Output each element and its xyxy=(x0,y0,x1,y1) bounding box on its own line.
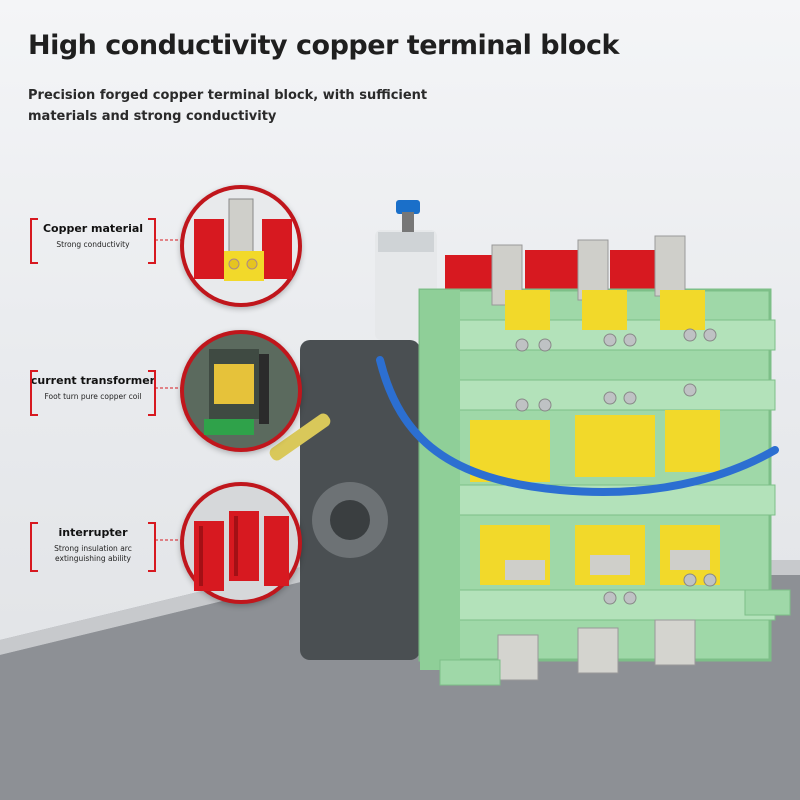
callout-heading: interrupter xyxy=(58,526,128,539)
callout-heading: Copper material xyxy=(42,222,144,235)
page-title: High conductivity copper terminal block xyxy=(28,30,619,61)
callout-copper-material: Copper material Strong conductivity xyxy=(30,218,156,264)
bracket-right xyxy=(148,370,156,416)
bracket-left xyxy=(30,218,38,264)
callout-sub: Strong conductivity xyxy=(56,240,130,249)
callout-current-transformer: current transformer Foot turn pure coppe… xyxy=(30,370,156,416)
transformer-coil-closeup xyxy=(180,330,302,452)
bracket-left xyxy=(30,522,38,572)
page-subtitle: Precision forged copper terminal block, … xyxy=(28,88,428,124)
callout-heading: current transformer xyxy=(30,374,156,387)
bracket-left xyxy=(30,370,38,416)
copper-terminal-closeup xyxy=(180,185,302,307)
callout-interrupter: interrupter Strong insulation arc exting… xyxy=(30,522,156,572)
bracket-right xyxy=(148,218,156,264)
bracket-right xyxy=(148,522,156,572)
callout-sub: Strong insulation arc extinguishing abil… xyxy=(54,544,132,563)
interrupter-closeup xyxy=(180,482,302,604)
callout-sub: Foot turn pure copper coil xyxy=(44,392,142,401)
